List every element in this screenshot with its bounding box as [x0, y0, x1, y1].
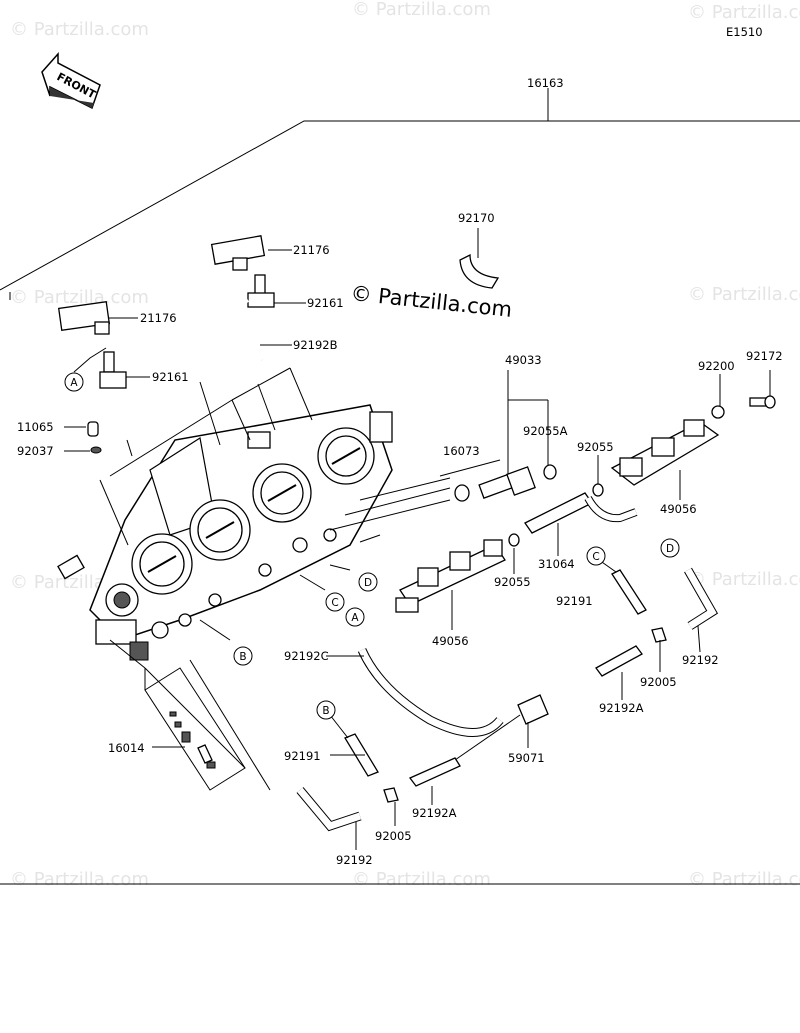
callout-b-bottom: B [316, 700, 336, 720]
part-number-92200: 92200 [698, 359, 735, 373]
part-number-92055-right: 92055 [577, 440, 614, 454]
watermark: © Partzilla.com [352, 869, 491, 890]
callout-b-top: B [233, 646, 253, 666]
front-arrow-icon: FRONT [41, 52, 101, 110]
part-number-16073: 16073 [443, 444, 480, 458]
watermark: © Partzilla.com [688, 284, 800, 305]
part-number-92172: 92172 [746, 349, 783, 363]
watermark: © Partzilla.com [10, 869, 149, 890]
assembly-outline [0, 88, 800, 885]
part-16014-group [144, 667, 246, 791]
part-number-92055-mid: 92055 [494, 575, 531, 589]
callout-c-top: C [325, 592, 345, 612]
part-number-49033: 49033 [505, 353, 542, 367]
watermarks: © Partzilla.com © Partzilla.com © Partzi… [10, 0, 800, 890]
part-number-92192a-right: 92192A [599, 701, 644, 715]
svg-text:B: B [239, 651, 246, 663]
svg-text:A: A [351, 612, 359, 624]
part-number-92192-bottom: 92192 [336, 853, 373, 867]
svg-text:C: C [331, 597, 338, 609]
svg-text:C: C [592, 551, 599, 563]
watermark: © Partzilla.com [352, 0, 491, 20]
part-11065 [64, 421, 99, 437]
part-49056-mid-rail [395, 533, 520, 630]
part-number-92005-right: 92005 [640, 675, 677, 689]
watermark: © Partzilla.com [688, 2, 800, 23]
part-number-21176-left: 21176 [140, 311, 177, 325]
part-number-92161-left: 92161 [152, 370, 189, 384]
part-labels: 16163 92170 21176 92161 92192B 21176 921… [17, 76, 783, 867]
part-number-21176-top: 21176 [293, 243, 330, 257]
leader-lines [99, 367, 451, 791]
callout-d-top: D [358, 572, 378, 592]
part-number-31064: 31064 [538, 557, 575, 571]
part-number-92192-right: 92192 [682, 653, 719, 667]
part-number-92037: 92037 [17, 444, 54, 458]
callout-a-bottom: A [345, 607, 365, 627]
part-92037 [64, 446, 102, 454]
part-number-92055a: 92055A [523, 424, 568, 438]
hose-system [296, 559, 719, 850]
watermark: © Partzilla.com [688, 869, 800, 890]
part-number-11065: 11065 [17, 420, 54, 434]
callout-a-top: A [64, 372, 84, 392]
callout-c-bottom: C [586, 546, 606, 566]
part-49056-right-rail [592, 370, 776, 500]
svg-text:B: B [322, 705, 329, 717]
throttle-body-assembly [57, 404, 393, 661]
watermark: © Partzilla.com [10, 19, 149, 40]
part-number-92170: 92170 [458, 211, 495, 225]
part-number-92192b: 92192B [293, 338, 338, 352]
callout-markers: A B C D A B C D [64, 372, 680, 720]
part-number-92191-left: 92191 [284, 749, 321, 763]
watermark: © Partzilla.com [10, 287, 149, 308]
part-92170-clamp [459, 228, 500, 289]
part-number-92161-top: 92161 [307, 296, 344, 310]
part-number-49056-mid: 49056 [432, 634, 469, 648]
diagram-code: E1510 [726, 25, 763, 39]
svg-text:D: D [666, 543, 674, 555]
part-number-16014: 16014 [108, 741, 145, 755]
sensor-21176-left [57, 301, 150, 389]
part-number-16163: 16163 [527, 76, 564, 90]
part-31064-pipe [524, 492, 638, 556]
part-49033-injector [439, 370, 557, 502]
part-number-59071: 59071 [508, 751, 545, 765]
svg-text:D: D [364, 577, 372, 589]
part-number-92192a-left: 92192A [412, 806, 457, 820]
part-number-92191-right: 92191 [556, 594, 593, 608]
part-number-92005-left: 92005 [375, 829, 412, 843]
part-number-92192c: 92192C [284, 649, 329, 663]
part-number-49056-right: 49056 [660, 502, 697, 516]
svg-text:A: A [70, 377, 78, 389]
callout-d-bottom: D [660, 538, 680, 558]
watermark: © Partzilla.com [688, 569, 800, 590]
sensor-21176-top [210, 235, 306, 362]
